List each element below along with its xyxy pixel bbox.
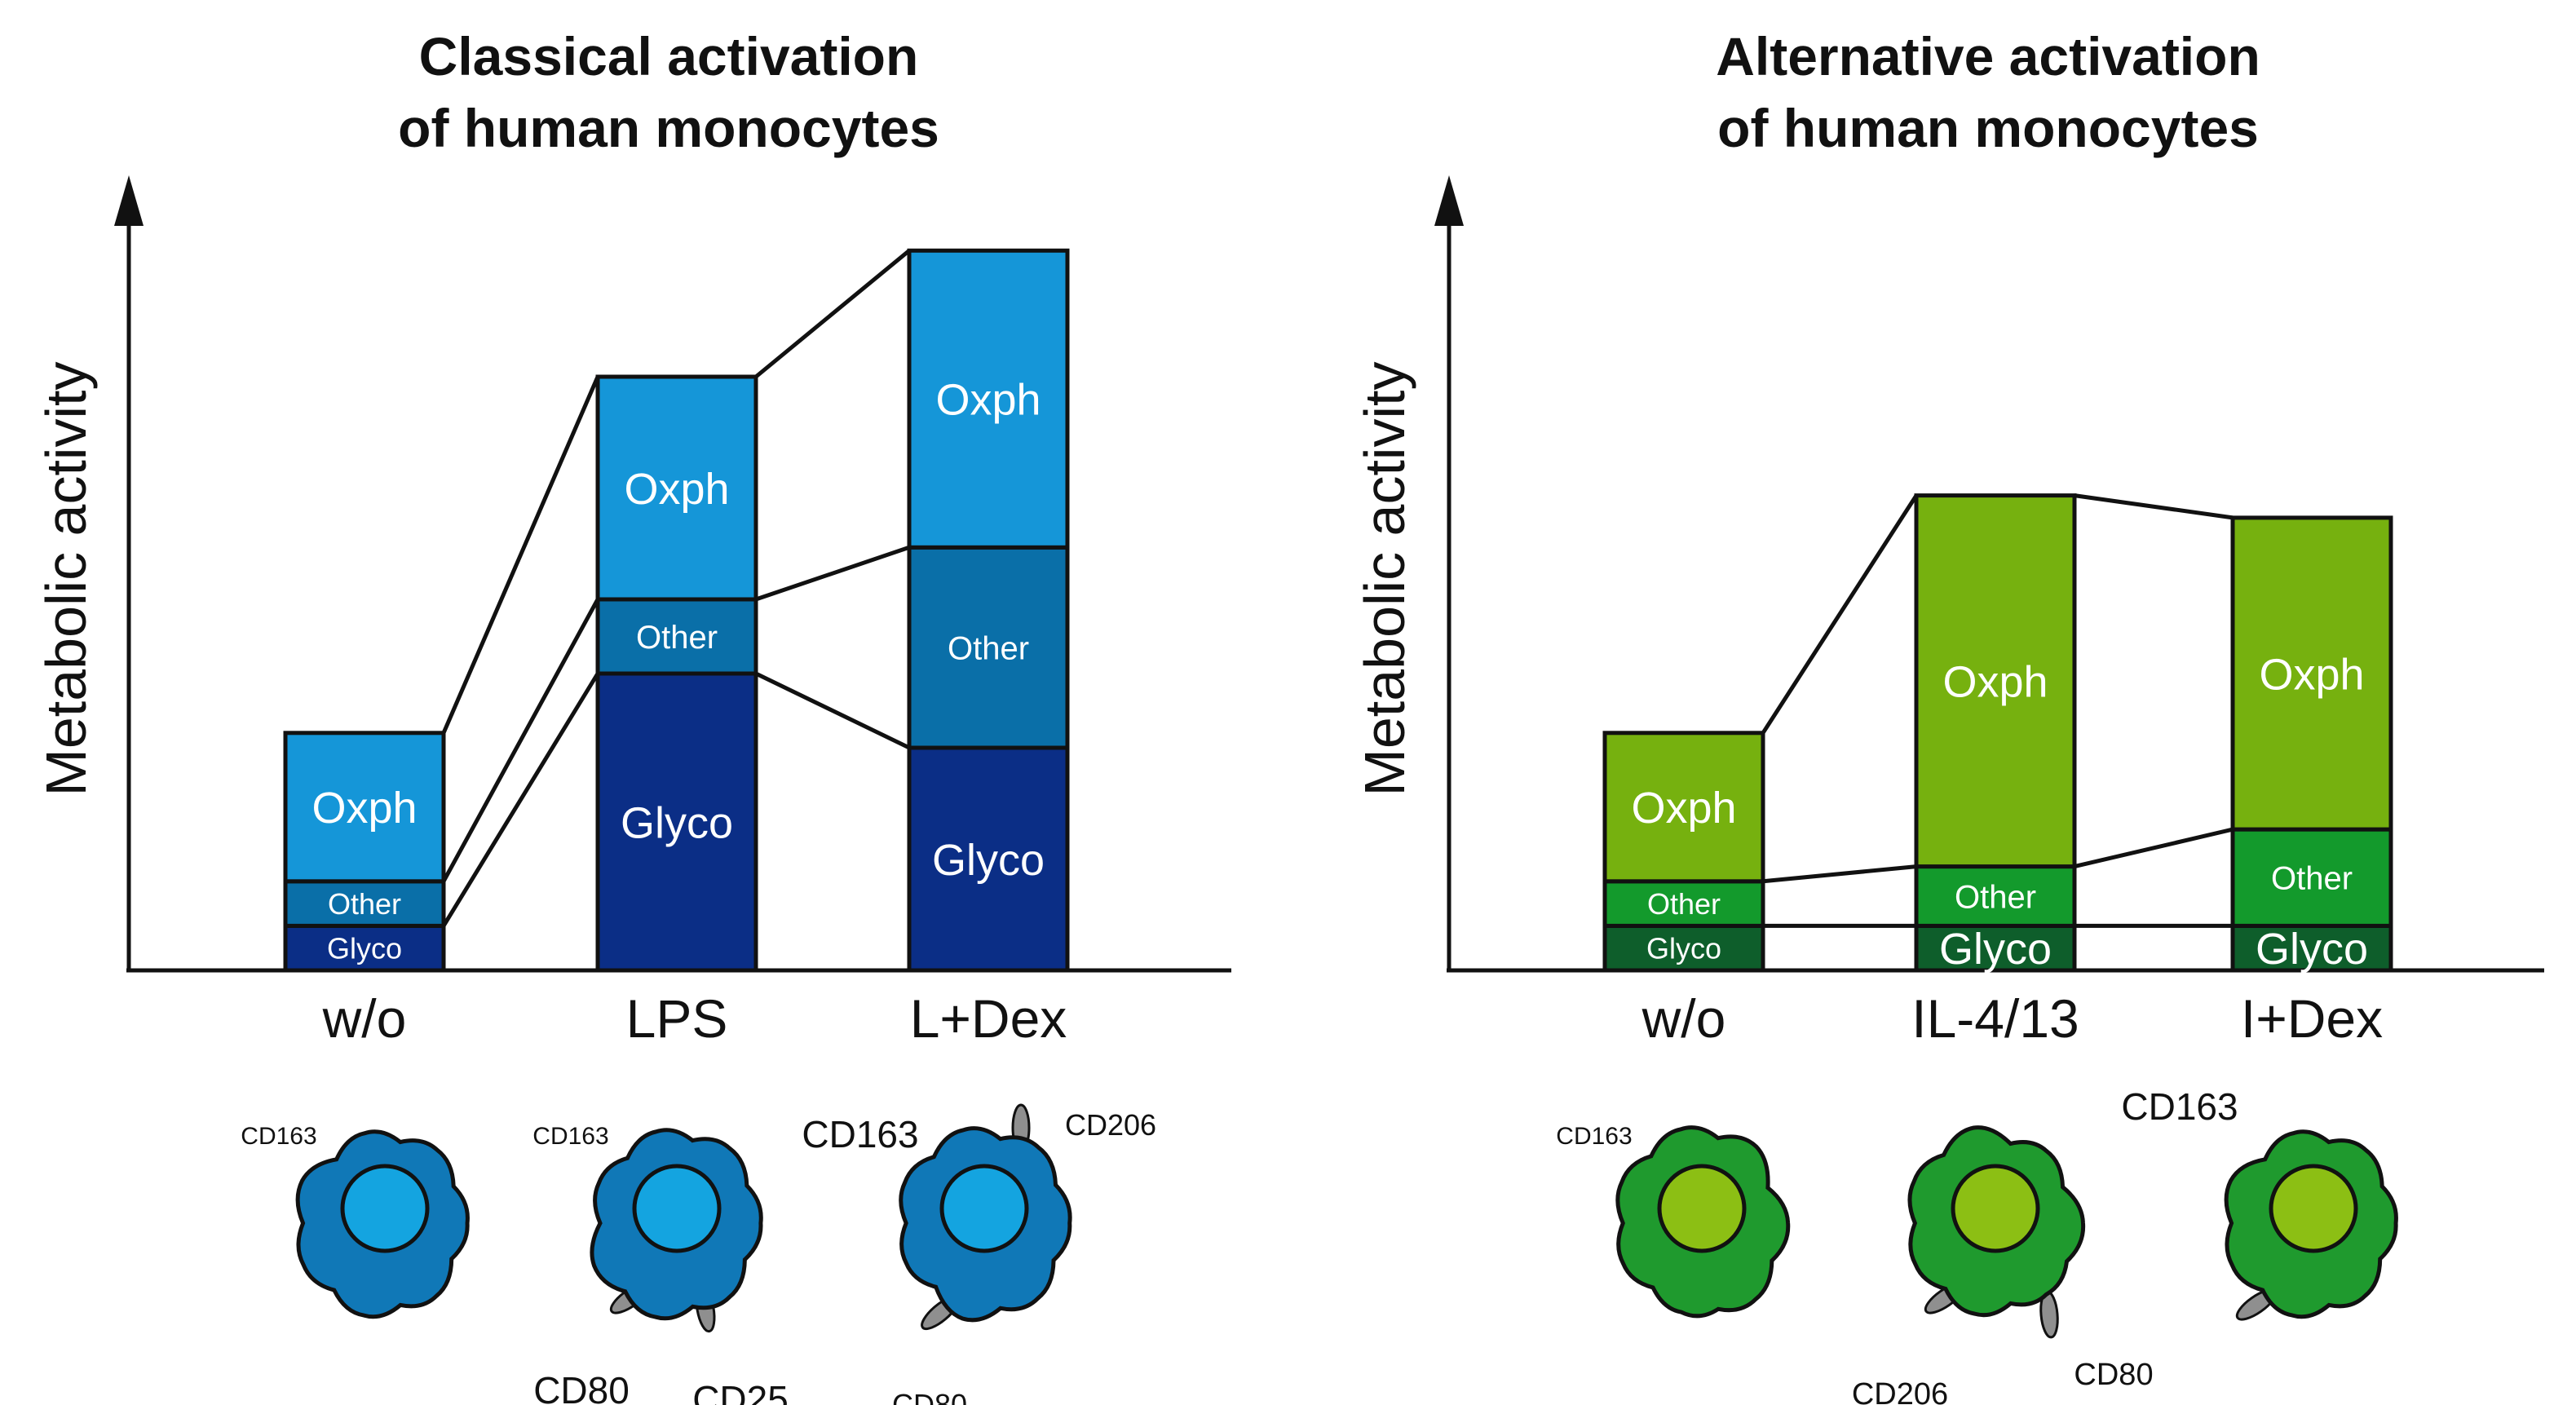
bar-segment-label: Other xyxy=(328,887,401,921)
chart-title-line: Alternative activation xyxy=(1716,26,2260,86)
bar-segment-label: Glyco xyxy=(932,836,1045,885)
bar-segment-label: Other xyxy=(948,631,1029,667)
connector-line xyxy=(754,249,911,378)
bar-segment-glyco xyxy=(595,671,758,973)
connector-line xyxy=(441,598,600,882)
monocyte-cell: CD163 xyxy=(1556,1123,1791,1319)
bar-segment-label: Oxph xyxy=(624,465,729,514)
surface-marker-label: CD163 xyxy=(2121,1085,2238,1128)
bar-segment-label: Oxph xyxy=(2259,650,2364,699)
bar-segment-label: Other xyxy=(636,620,718,656)
surface-marker-label: CD80 xyxy=(2074,1358,2153,1392)
cell-nucleus xyxy=(1657,1164,1747,1253)
bar-segment-other xyxy=(907,545,1070,750)
bar-segment-glyco xyxy=(907,745,1070,973)
surface-marker-label: CD25 xyxy=(692,1378,789,1405)
surface-marker-label: CD206 xyxy=(1852,1377,1948,1405)
surface-marker-label: CD163 xyxy=(241,1123,316,1150)
bar-segment-label: Oxph xyxy=(312,784,417,833)
connector-line xyxy=(754,671,911,750)
y-axis-label: Metabolic activity xyxy=(1353,362,1416,797)
cell-nucleus xyxy=(632,1164,722,1253)
chart-title-line: of human monocytes xyxy=(1717,98,2259,158)
bar-segment-label: Glyco xyxy=(2256,925,2368,974)
bar-segment-oxph xyxy=(907,248,1070,550)
y-axis-label: Metabolic activity xyxy=(34,362,98,797)
bar-segment-label: Other xyxy=(2271,861,2353,897)
connector-line xyxy=(1762,864,1917,884)
bar-segment-label: Glyco xyxy=(327,932,402,965)
chart-title-line: Classical activation xyxy=(419,26,919,86)
bar-segment-glyco xyxy=(2230,923,2393,973)
bar-segment-label: Glyco xyxy=(621,798,733,847)
chart-panel-2: Alternative activation of human monocytes… xyxy=(1353,26,2544,1405)
surface-marker-label: CD206 xyxy=(2172,1398,2288,1405)
bar-segment-label: Other xyxy=(1955,879,2036,915)
monocyte-cell: CD206 CD80 xyxy=(1852,1125,2154,1405)
x-tick-label: w/o xyxy=(1641,988,1726,1049)
bar-segment-oxph xyxy=(1602,731,1765,884)
connector-line xyxy=(2074,827,2234,869)
cell-nucleus xyxy=(340,1164,430,1253)
surface-marker-label: CD80 xyxy=(533,1369,630,1405)
bar-segment-oxph xyxy=(283,731,446,884)
bar-segment-glyco xyxy=(1914,923,2077,973)
cell-nucleus xyxy=(2269,1164,2358,1253)
connector-line xyxy=(2074,493,2234,520)
bar-segment-label: Other xyxy=(1647,887,1721,921)
x-tick-label: w/o xyxy=(322,988,407,1049)
bar-segment-label: Glyco xyxy=(1939,925,2052,974)
bar-segment-oxph xyxy=(595,374,758,602)
chart-panel-1: Classical activation of human monocytesMe… xyxy=(34,26,1231,1405)
x-tick-label: I+Dex xyxy=(2241,988,2383,1049)
connector-line xyxy=(1761,494,1919,735)
connector-line xyxy=(441,672,600,927)
connector-line xyxy=(755,545,910,602)
surface-marker-label: CD163 xyxy=(1556,1123,1632,1150)
surface-marker-label: CD163 xyxy=(532,1123,608,1150)
bar-segment-label: Oxph xyxy=(935,376,1041,425)
cell-nucleus xyxy=(939,1164,1029,1253)
bar-segment-label: Oxph xyxy=(1631,784,1736,833)
surface-marker-label: CD163 xyxy=(802,1113,918,1155)
y-axis-arrow xyxy=(1434,175,1464,226)
bar-segment-label: Glyco xyxy=(1646,932,1721,965)
x-tick-label: LPS xyxy=(626,988,728,1049)
x-tick-label: L+Dex xyxy=(910,988,1067,1049)
bar-segment-glyco xyxy=(283,923,446,973)
chart-title-line: of human monocytes xyxy=(398,98,939,158)
y-axis-arrow xyxy=(114,175,144,226)
connector-line xyxy=(441,376,600,734)
x-tick-label: IL-4/13 xyxy=(1911,988,2079,1049)
bar-segment-oxph xyxy=(1914,493,2077,869)
surface-marker-label: CD206 xyxy=(1065,1108,1156,1142)
bar-segment-label: Oxph xyxy=(1942,658,2048,707)
bar-segment-oxph xyxy=(2230,515,2393,832)
cell-nucleus xyxy=(1951,1164,2040,1253)
monocyte-cell: CD163 xyxy=(241,1123,470,1319)
surface-marker-label: CD80 xyxy=(892,1388,967,1405)
